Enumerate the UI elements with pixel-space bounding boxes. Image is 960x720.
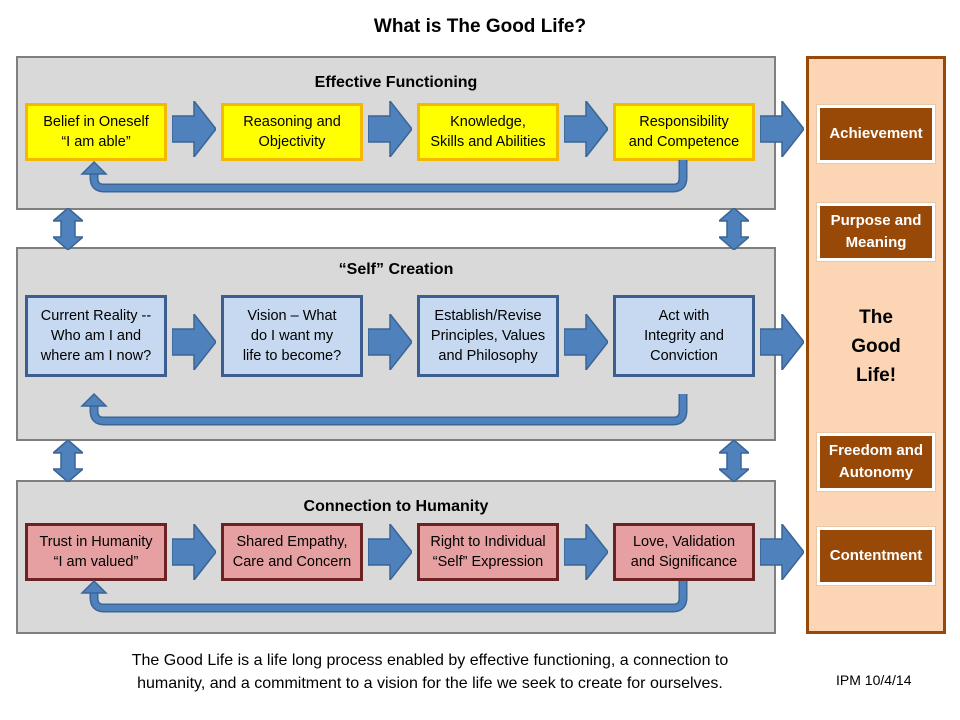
feedback-loop-arrow-icon: [80, 392, 688, 426]
step-reasoning: Reasoning and Objectivity: [221, 103, 363, 161]
page-title: What is The Good Life?: [373, 16, 587, 37]
right-arrow-icon: [368, 314, 412, 370]
step-shared-empathy: Shared Empathy, Care and Concern: [221, 523, 363, 581]
good-life-column: Achievement Purpose and Meaning The Good…: [806, 56, 946, 634]
outcome-purpose-meaning: Purpose and Meaning: [817, 203, 935, 261]
step-vision: Vision – What do I want my life to becom…: [221, 295, 363, 377]
double-arrow-icon: [53, 208, 83, 250]
right-arrow-icon: [172, 101, 216, 157]
double-arrow-icon: [53, 440, 83, 482]
step-current-reality: Current Reality -- Who am I and where am…: [25, 295, 167, 377]
right-arrow-icon: [368, 101, 412, 157]
right-arrow-icon: [564, 524, 608, 580]
right-arrow-icon: [564, 101, 608, 157]
step-trust-in-humanity: Trust in Humanity “I am valued”: [25, 523, 167, 581]
outcome-achievement: Achievement: [817, 105, 935, 163]
good-life-label: The Good Life!: [851, 307, 901, 386]
outcome-freedom-autonomy: Freedom and Autonomy: [817, 433, 935, 491]
step-act-with-integrity: Act with Integrity and Conviction: [613, 295, 755, 377]
right-arrow-icon: [760, 524, 804, 580]
right-arrow-icon: [172, 314, 216, 370]
right-arrow-icon: [760, 314, 804, 370]
panel-title: “Self” Creation: [338, 261, 454, 278]
step-principles: Establish/Revise Principles, Values and …: [417, 295, 559, 377]
double-arrow-icon: [719, 208, 749, 250]
feedback-loop-arrow-icon: [80, 579, 688, 613]
right-arrow-icon: [368, 524, 412, 580]
step-love-validation: Love, Validation and Significance: [613, 523, 755, 581]
step-responsibility: Responsibility and Competence: [613, 103, 755, 161]
panel-title: Connection to Humanity: [303, 498, 489, 515]
outcome-contentment: Contentment: [817, 527, 935, 585]
step-belief-in-oneself: Belief in Oneself “I am able”: [25, 103, 167, 161]
feedback-loop-arrow-icon: [80, 160, 688, 193]
right-arrow-icon: [564, 314, 608, 370]
double-arrow-icon: [719, 440, 749, 482]
panel-title: Effective Functioning: [314, 74, 478, 91]
author-date-stamp: IPM 10/4/14: [836, 672, 912, 688]
right-arrow-icon: [760, 101, 804, 157]
step-knowledge: Knowledge, Skills and Abilities: [417, 103, 559, 161]
caption: The Good Life is a life long process ena…: [131, 652, 729, 692]
step-right-to-expression: Right to Individual “Self” Expression: [417, 523, 559, 581]
right-arrow-icon: [172, 524, 216, 580]
